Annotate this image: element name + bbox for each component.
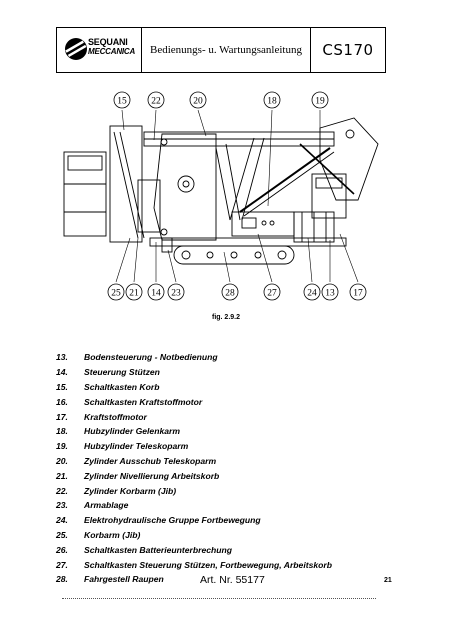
figure-caption: fig. 2.9.2: [211, 314, 240, 321]
svg-text:24: 24: [307, 289, 317, 299]
control-box: [231, 211, 295, 237]
legend-item: 16.Schaltkasten Kraftstoffmotor: [56, 396, 203, 407]
svg-text:18: 18: [267, 97, 277, 107]
logo-line-2: MECCANICA: [88, 47, 136, 56]
callout-23: 23: [167, 283, 185, 301]
legend-item: 20.Zylinder Ausschub Teleskoparm: [56, 455, 217, 466]
article-number: Art. Nr. 55177: [200, 574, 265, 586]
legend-item: 24.Elektrohydraulische Gruppe Fortbewegu…: [56, 515, 261, 526]
legend-item: 25.Korbarm (Jib): [56, 529, 141, 540]
svg-text:13: 13: [325, 289, 335, 299]
page-header: SEQUANI MECCANICA Bedienungs- u. Wartung…: [56, 27, 386, 73]
callout-19: 19: [311, 91, 329, 109]
legend-item: 13.Bodensteuerung - Notbedienung: [56, 352, 218, 363]
legend-item: 22.Zylinder Korbarm (Jib): [56, 485, 177, 496]
svg-text:22: 22: [151, 97, 161, 107]
callout-27: 27: [263, 283, 281, 301]
svg-text:15: 15: [117, 97, 127, 107]
footer-divider: [62, 598, 376, 599]
callout-24: 24: [303, 283, 321, 301]
legend-item: 14.Steuerung Stützen: [56, 367, 160, 378]
svg-text:17: 17: [353, 289, 363, 299]
legend-item: 21.Zylinder Nivellierung Arbeitskorb: [56, 470, 220, 481]
logo: SEQUANI MECCANICA: [57, 28, 142, 72]
engine: [311, 173, 347, 219]
callout-14: 14: [147, 283, 165, 301]
legend-item: 23.Armablage: [56, 500, 129, 511]
legend-item: 17.Kraftstoffmotor: [56, 411, 147, 422]
page-number: 21: [384, 577, 392, 584]
jib-arm: [109, 125, 143, 243]
manual-title: Bedienungs- u. Wartungsanleitung: [142, 28, 311, 72]
legend-item: 27.Schaltkasten Steuerung Stützen, Fortb…: [56, 559, 332, 570]
svg-text:20: 20: [193, 97, 203, 107]
callout-22: 22: [147, 91, 165, 109]
callout-20: 20: [189, 91, 207, 109]
arm-plate: [153, 133, 217, 241]
callout-21: 21: [125, 283, 143, 301]
svg-text:28: 28: [225, 289, 235, 299]
crawler-track: [173, 245, 295, 265]
svg-text:23: 23: [171, 289, 181, 299]
legend-item: 19.Hubzylinder Teleskoparm: [56, 441, 189, 452]
basket: [63, 151, 107, 237]
callout-13: 13: [321, 283, 339, 301]
telescope-bracket: [319, 117, 379, 201]
bottom-callouts: 25 21 14 23 28 27 24 13: [107, 283, 367, 301]
callout-28: 28: [221, 283, 239, 301]
legend-item: 26.Schaltkasten Batterieunterbrechung: [56, 544, 233, 555]
svg-text:19: 19: [315, 97, 325, 107]
model-name: CS170: [322, 41, 374, 59]
svg-text:27: 27: [267, 289, 277, 299]
jib-cylinder-box: [137, 179, 161, 233]
legend-item: 15.Schaltkasten Korb: [56, 381, 160, 392]
legend-item: 28.Fahrgestell Raupen: [56, 574, 164, 585]
logo-line-1: SEQUANI: [88, 37, 128, 47]
callout-15: 15: [113, 91, 131, 109]
legend-item: 18.Hubzylinder Gelenkarm: [56, 426, 180, 437]
top-callouts: 15 22 20 18 19: [113, 91, 329, 109]
svg-text:14: 14: [151, 289, 161, 299]
parts-legend: 13.Bodensteuerung - Notbedienung 14.Steu…: [56, 350, 332, 587]
callout-25: 25: [107, 283, 125, 301]
callout-18: 18: [263, 91, 281, 109]
callout-17: 17: [349, 283, 367, 301]
svg-text:25: 25: [111, 289, 121, 299]
logo-seal-icon: [65, 38, 87, 60]
machine-drawing: 15 22 20 18 19 25 21 14: [63, 91, 379, 301]
svg-text:21: 21: [129, 289, 139, 299]
